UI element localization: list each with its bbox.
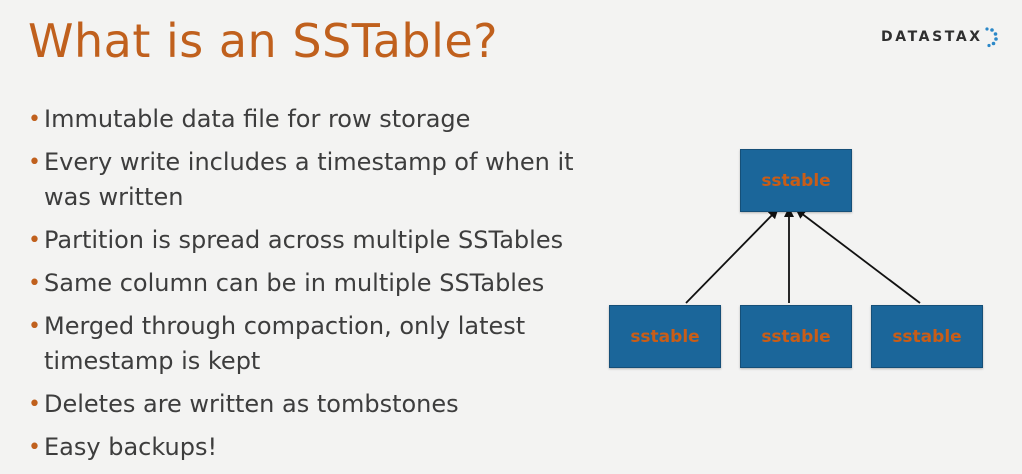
bullet-item: •Same column can be in multiple SSTables (28, 266, 613, 301)
bullet-text: Merged through compaction, only latest t… (44, 312, 526, 375)
sstable-label: sstable (892, 326, 962, 347)
sstable-label: sstable (761, 326, 831, 347)
logo-dots-icon (985, 27, 998, 48)
sstable-box-bottom-right: sstable (871, 305, 983, 368)
bullet-item: •Easy backups! (28, 430, 613, 465)
bullet-marker: • (28, 435, 41, 460)
bullet-item: •Deletes are written as tombstones (28, 387, 613, 422)
arrow-left (685, 208, 779, 304)
arrow-right (795, 208, 921, 304)
sstable-box-bottom-middle: sstable (740, 305, 852, 368)
bullet-marker: • (28, 314, 41, 339)
bullet-item: •Partition is spread across multiple SST… (28, 223, 613, 258)
bullet-list: •Immutable data file for row storage •Ev… (28, 102, 613, 473)
sstable-label: sstable (630, 326, 700, 347)
bullet-text: Easy backups! (44, 433, 218, 461)
bullet-text: Same column can be in multiple SSTables (44, 269, 545, 297)
sstable-label: sstable (761, 170, 831, 191)
bullet-marker: • (28, 271, 41, 296)
sstable-box-bottom-left: sstable (609, 305, 721, 368)
bullet-item: •Every write includes a timestamp of whe… (28, 145, 613, 215)
slide-title: What is an SSTable? (28, 14, 499, 68)
bullet-item: •Immutable data file for row storage (28, 102, 613, 137)
bullet-marker: • (28, 150, 41, 175)
bullet-text: Partition is spread across multiple SSTa… (44, 226, 564, 254)
bullet-marker: • (28, 107, 41, 132)
bullet-item: •Merged through compaction, only latest … (28, 309, 613, 379)
bullet-marker: • (28, 392, 41, 417)
sstable-box-top: sstable (740, 149, 852, 212)
bullet-text: Deletes are written as tombstones (44, 390, 459, 418)
bullet-marker: • (28, 228, 41, 253)
bullet-text: Immutable data file for row storage (44, 105, 471, 133)
datastax-logo: DATASTAX (881, 26, 998, 48)
logo-text: DATASTAX (881, 29, 983, 45)
bullet-text: Every write includes a timestamp of when… (44, 148, 574, 211)
